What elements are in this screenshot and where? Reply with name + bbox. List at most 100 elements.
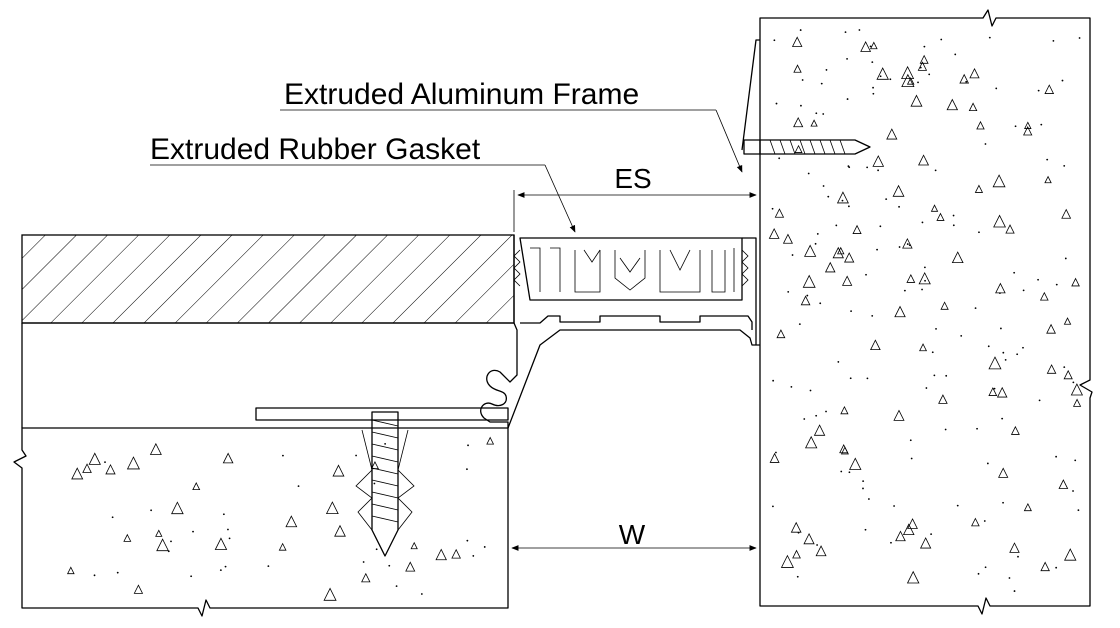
callout-rubber-gasket: Extruded Rubber Gasket [150,133,576,233]
aggregate-mark [917,61,928,71]
aggregate-mark [910,94,923,107]
aggregate-dot [909,439,912,442]
aggregate-dot [879,225,882,228]
aggregate-mark [840,405,849,415]
aggregate-mark [1046,323,1056,334]
aggregate-mark [155,529,163,537]
aggregate-dot [940,38,943,41]
aggregate-mark [791,36,803,47]
aggregate-dot [1040,123,1043,126]
w-dimension: W [511,519,757,551]
aggregate-dot [192,530,194,533]
aggregate-mark [171,501,184,515]
aggregate-mark [804,244,817,257]
aggregate-mark [930,204,939,212]
aggregate-mark [837,246,845,255]
aggregate-mark [105,463,116,475]
aggregate-dot [790,385,793,388]
aggregate-dot [841,199,844,202]
aggregate-mark [793,116,804,128]
aggregate-mark [902,237,913,249]
aggregate-dot [791,254,794,256]
aggregate-dot [934,169,937,172]
rubber-gasket [513,237,749,301]
aggregate-dot [170,540,172,543]
aluminum-frame-label: Extruded Aluminum Frame [284,78,639,111]
aggregate-mark [869,41,878,50]
aggregate-dot [952,214,955,217]
aggregate-dot [983,520,986,522]
wall-screw [743,139,871,155]
aggregate-dot [993,387,996,390]
aggregate-dot [923,266,926,269]
aggregate-mark [906,570,920,584]
aggregate-mark [1023,126,1033,136]
aggregate-mark [323,587,337,601]
aggregate-dot [1014,125,1017,128]
aggregate-dot [1046,158,1049,161]
aggregate-dot [928,73,931,76]
aggregate-dot [885,198,888,200]
aggregate-dot [864,528,867,531]
aggregate-dot [931,351,934,354]
aggregate-mark [1063,317,1072,325]
aggregate-mark [824,261,836,273]
aggregate-mark [1044,84,1055,94]
aggregate-dot [827,195,830,198]
aggregate-dot [976,427,978,430]
aggregate-dot [816,544,818,546]
aggregate-mark [894,305,906,318]
aggregate-mark [907,518,918,529]
aggregate-mark [870,339,881,351]
aggregate-dot [849,377,852,380]
aggregate-mark [901,65,915,80]
aggregate-dot [868,498,870,500]
aggregate-mark [918,271,931,285]
aggregate-dot [956,504,959,507]
aggregate-dot [224,565,227,568]
aggregate-dot [917,81,919,84]
aggregate-mark [790,521,802,533]
aggregate-mark [946,98,959,111]
aggregate-dot [862,487,864,490]
aggregate-dot [866,377,869,380]
aggregate-dot [771,207,774,210]
aggregate-dot [814,242,817,245]
aggregate-dot [889,78,892,81]
aggregate-mark [832,246,844,259]
aggregate-dot [908,244,911,247]
aggregate-dot [801,79,804,81]
aggregate-dot [974,307,977,309]
aggregate-dot [1072,381,1075,384]
aggregate-mark [988,387,998,396]
left-slab-aggregate [66,436,495,601]
aggregate-mark [951,251,964,264]
aggregate-mark [1009,542,1020,553]
aggregate-dot [1072,490,1074,492]
es-dimension: ES [513,163,761,232]
aggregate-dot [848,166,851,169]
aggregate-dot [987,345,990,348]
aggregate-mark [996,386,1008,398]
aggregate-mark [768,227,780,239]
aggregate-mark [1071,277,1080,287]
aggregate-dot [815,414,818,417]
aggregate-mark [971,517,980,527]
aggregate-mark [1010,425,1020,435]
aggregate-mark [435,548,447,561]
aggregate-mark [332,464,345,477]
aggregate-dot [787,291,790,293]
aggregate-dot [820,82,823,85]
aggregate-dot [1002,501,1004,504]
aggregate-dot [807,172,810,175]
aggregate-dot [778,157,781,160]
aggregate-dot [910,457,913,460]
aggregate-dot [984,143,987,145]
aggregate-dot [999,327,1002,330]
aggregate-dot [944,428,947,431]
aggregate-mark [803,532,815,545]
aggregate-dot [1022,346,1024,349]
aggregate-mark [872,155,885,167]
aggregate-dot [952,224,955,227]
aggregate-mark [82,463,92,473]
